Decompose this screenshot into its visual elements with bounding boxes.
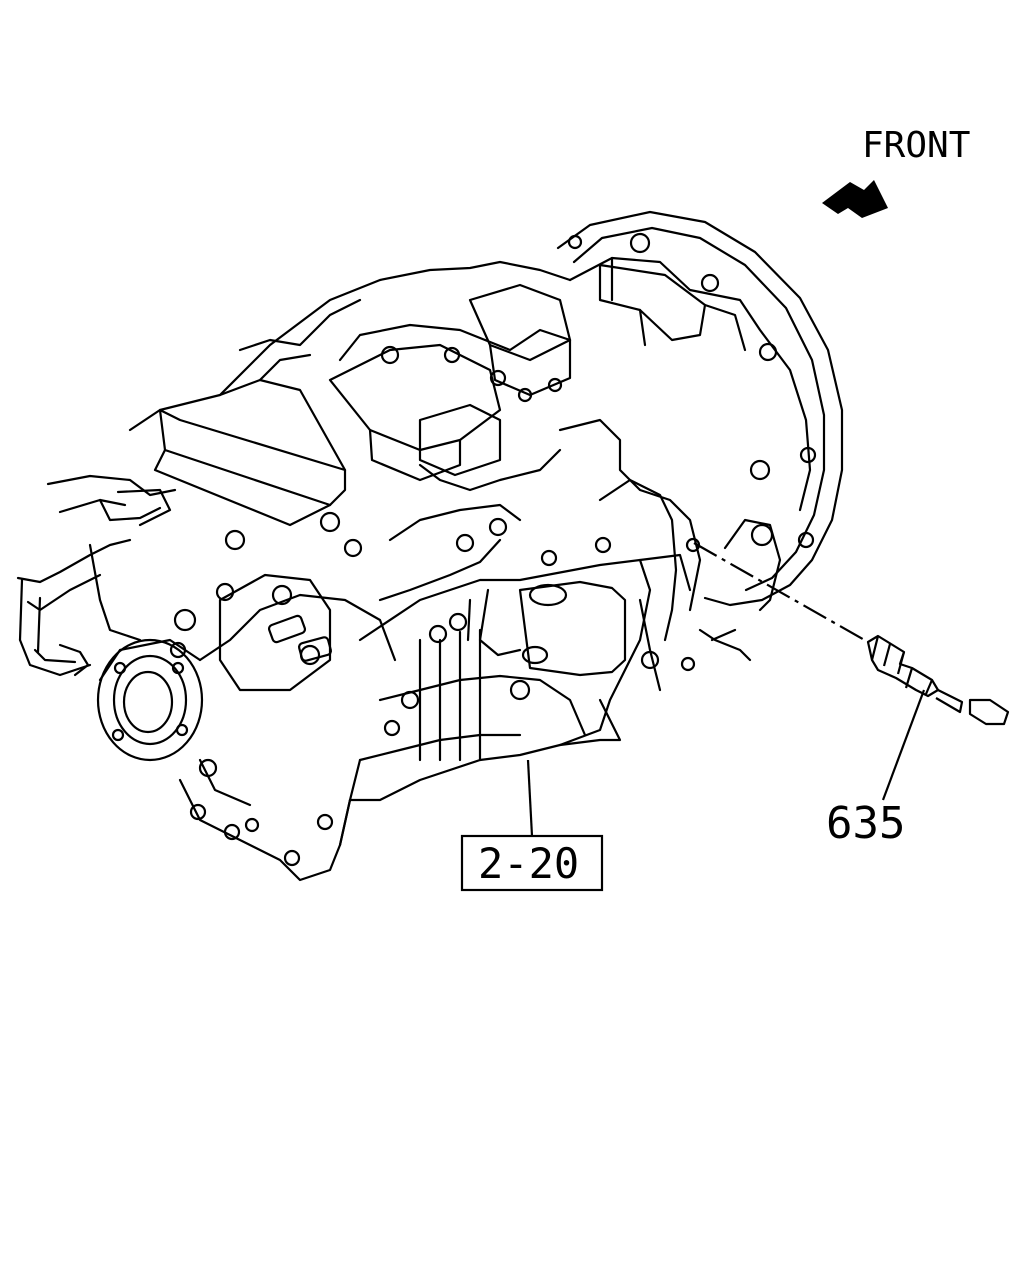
- output-flange: [96, 638, 204, 762]
- part-number-635: 635: [826, 798, 905, 849]
- sensor-connector: [968, 698, 1010, 726]
- main-case-side: [348, 558, 652, 802]
- wiring-harness-left: [46, 474, 177, 497]
- front-label: FRONT: [862, 125, 970, 166]
- front-arrow-icon: [822, 180, 888, 218]
- main-case-top: [128, 260, 572, 432]
- installation-center-line: [693, 542, 869, 643]
- callout-635-leader: [881, 689, 926, 801]
- shift-cover: [328, 343, 502, 452]
- filter-canister: [518, 580, 627, 677]
- transmission-assembly: [16, 210, 844, 882]
- front-cover: [198, 593, 397, 662]
- sensor-part-635: [693, 542, 1010, 726]
- callout-2-20-leader: [526, 759, 534, 837]
- group-reference-label: 2-20: [478, 839, 579, 888]
- sensor-body: [866, 634, 940, 698]
- group-reference-box: [460, 834, 604, 892]
